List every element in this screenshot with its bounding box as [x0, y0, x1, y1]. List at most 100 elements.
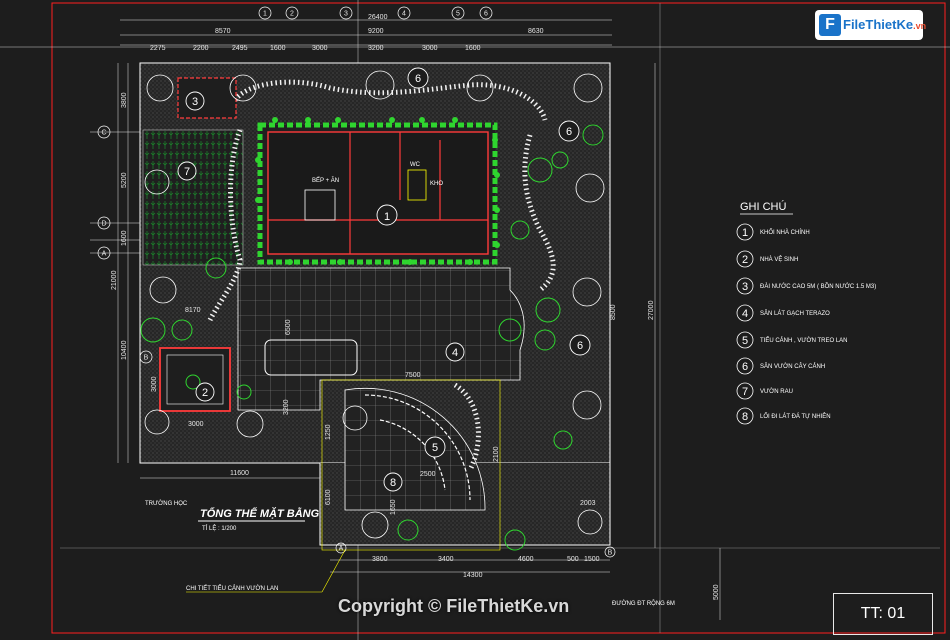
logo-mark-icon: F	[819, 14, 841, 36]
zone-6-label-top: 6	[415, 73, 421, 85]
legend-num-3: 3	[742, 281, 748, 293]
legend-num-4: 4	[742, 308, 748, 320]
dim-bottom-2: 3400	[438, 556, 454, 563]
dim-top2-4: 1600	[270, 45, 286, 52]
logo-domain: .vn	[913, 21, 927, 31]
dim-top2-6: 3200	[368, 45, 384, 52]
dim-2003: 2003	[580, 500, 596, 507]
zone-5-label: 5	[432, 442, 438, 454]
dim-2500: 2500	[420, 471, 436, 478]
vegetable-garden	[142, 129, 244, 266]
dim-top-c: 8630	[528, 28, 544, 35]
legend-text-6: SÂN VƯỜN CÂY CẢNH	[760, 363, 825, 370]
dim-left-3: 1600	[121, 230, 128, 246]
dim-top-total: 26400	[368, 14, 388, 21]
axis-bottom-a: A	[339, 546, 344, 553]
axis-top-1: 1	[263, 11, 267, 18]
drawing-scale: TỈ LỆ : 1/200	[202, 524, 237, 532]
dim-3200: 3200	[283, 399, 290, 415]
dim-bottom-3: 4600	[518, 556, 534, 563]
axis-top-5: 5	[456, 11, 460, 18]
dim-top2-5: 3000	[312, 45, 328, 52]
dim-bottom-1: 3800	[372, 556, 388, 563]
zone-3-label: 3	[192, 96, 198, 108]
zone-6-label-right: 6	[566, 126, 572, 138]
dim-top2-7: 3000	[422, 45, 438, 52]
axis-side-b: B	[144, 355, 149, 362]
dim-right-total: 27000	[648, 300, 655, 320]
dim-left-2: 5200	[121, 172, 128, 188]
legend-text-2: NHÀ VỆ SINH	[760, 255, 798, 263]
hedge-dots	[255, 117, 500, 265]
zone-4-label: 4	[452, 347, 458, 359]
dim-8170: 8170	[185, 307, 201, 314]
filethietke-logo[interactable]: F FileThietKe.vn	[815, 10, 927, 40]
zone-7-label: 7	[184, 166, 190, 178]
dim-1650: 1650	[390, 499, 397, 515]
zone-8-label: 8	[390, 477, 396, 489]
dim-bottom-4: 500	[567, 556, 579, 563]
detail-note: CHI TIẾT TIỂU CẢNH VƯỜN LAN	[186, 585, 278, 592]
legend-num-8: 8	[742, 411, 748, 423]
drawing-title: TỔNG THỂ MẶT BẰNG	[200, 507, 320, 520]
dim-wc-width: 3000	[188, 421, 204, 428]
logo-brand: FileThietKe	[843, 17, 914, 32]
axis-bottom-b: B	[608, 550, 613, 557]
legend-num-7: 7	[742, 386, 748, 398]
axis-side-c: C	[101, 130, 106, 137]
zone-1-label: 1	[384, 211, 390, 223]
axis-top-2: 2	[290, 11, 294, 18]
legend-text-8: LỐI ĐI LÁT ĐÁ TỰ NHIÊN	[760, 412, 831, 420]
road-note: ĐƯỜNG ĐT RỘNG 6M	[612, 600, 675, 607]
dim-right-5000: 5000	[713, 584, 720, 600]
copyright-watermark: Copyright © FileThietKe.vn	[338, 596, 570, 616]
dim-top-b: 9200	[368, 28, 384, 35]
dim-left-1: 3800	[121, 92, 128, 108]
dim-top2-2: 2200	[193, 45, 209, 52]
room-label-storage: KHO	[430, 181, 443, 187]
dim-left-total: 21000	[111, 270, 118, 290]
dim-top-a: 8570	[215, 28, 231, 35]
room-label-wc: WC	[410, 162, 421, 168]
legend-text-7: VƯỜN RAU	[760, 388, 793, 395]
detail-callout	[321, 379, 501, 551]
legend-title: GHI CHÚ	[740, 200, 787, 213]
axis-side-d: D	[101, 221, 106, 228]
sheet-frame	[51, 2, 946, 634]
dim-1250: 1250	[325, 424, 332, 440]
legend-num-6: 6	[742, 361, 748, 373]
ornamental-trees	[144, 70, 605, 539]
dim-left-bottom: 11600	[230, 470, 249, 477]
axis-top-4: 4	[402, 11, 406, 18]
road-note-school: TRƯỜNG HỌC	[145, 500, 188, 507]
green-shrubs	[140, 124, 604, 551]
room-label-kitchen: BẾP + ĂN	[312, 177, 339, 184]
dim-top2-3: 2495	[232, 45, 248, 52]
sheet-number-box: TT: 01	[833, 593, 933, 635]
dim-6500: 6500	[285, 319, 292, 335]
dim-8500: 8500	[610, 304, 617, 320]
legend-num-1: 1	[742, 227, 748, 239]
dim-bottom-5: 1500	[584, 556, 600, 563]
dim-6100: 6100	[325, 489, 332, 505]
car-symbol	[264, 339, 358, 376]
legend-text-5: TIỂU CẢNH , VƯỜN TREO LAN	[760, 337, 848, 344]
dim-top2-1: 2275	[150, 45, 166, 52]
dim-7500: 7500	[405, 372, 421, 379]
legend-num-5: 5	[742, 335, 748, 347]
zone-6-label-lower: 6	[577, 340, 583, 352]
dim-bottom-total: 14300	[463, 572, 483, 579]
dim-left-4: 10400	[121, 340, 128, 360]
axis-side-a: A	[102, 251, 107, 258]
axis-top-6: 6	[484, 11, 488, 18]
legend-num-2: 2	[742, 254, 748, 266]
legend-text-3: ĐÀI NƯỚC CAO 5M ( BỒN NƯỚC 1.5 M3)	[760, 283, 876, 290]
legend-text-1: KHỐI NHÀ CHÍNH	[760, 229, 810, 236]
dim-2100: 2100	[493, 446, 500, 462]
legend-list: 1 KHỐI NHÀ CHÍNH 2 NHÀ VỆ SINH 3 ĐÀI NƯỚ…	[742, 227, 876, 423]
dim-left-5: 3000	[151, 376, 158, 392]
zone-2-label: 2	[202, 387, 208, 399]
wc-building	[159, 347, 231, 412]
